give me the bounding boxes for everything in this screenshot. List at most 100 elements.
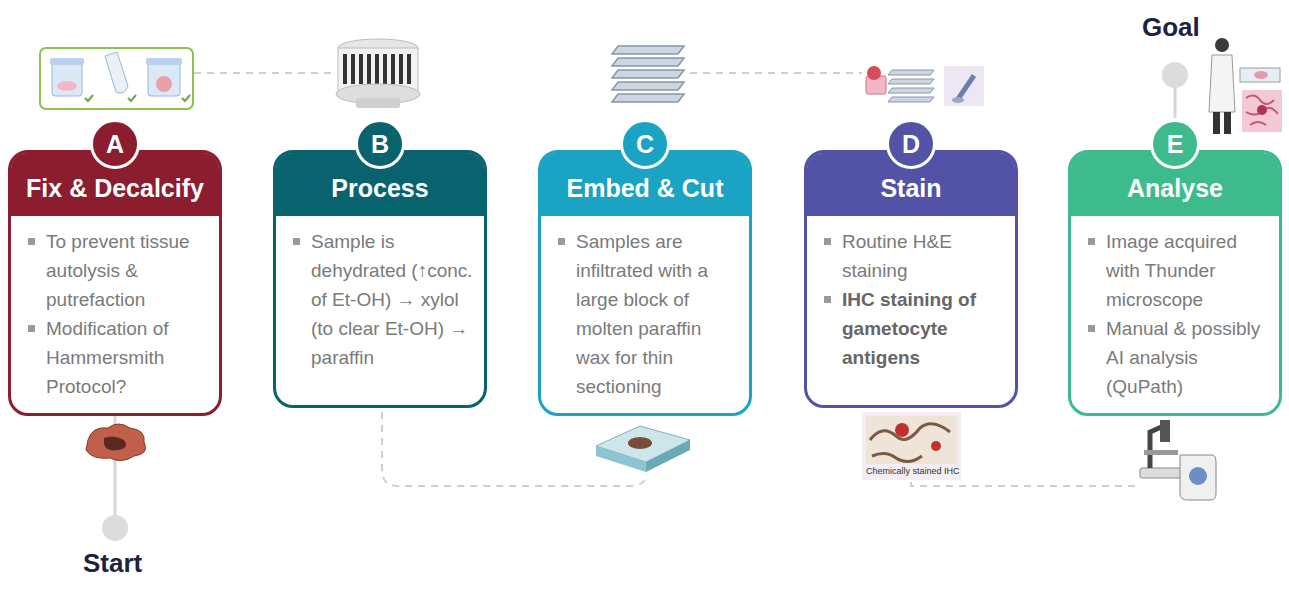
bullet-square	[824, 238, 831, 245]
bullet-content: Sample is dehydrated (↑conc. of Et-OH) →…	[311, 231, 473, 368]
step-letter: A	[106, 132, 124, 157]
bullet-text: Modification of Hammersmith Protocol?	[25, 314, 209, 401]
step-letter: E	[1167, 132, 1184, 157]
microscope-icon	[1140, 420, 1216, 500]
tissue-processor-icon-part-part	[407, 54, 411, 84]
staining-icon-part	[952, 97, 964, 103]
step-letter-circle: E	[1150, 119, 1200, 169]
sample-containers-icon-part	[52, 62, 82, 96]
scientist-icon-part	[1213, 112, 1220, 134]
scientist-icon-part	[1224, 112, 1231, 134]
goal-label: Goal	[1142, 12, 1200, 42]
staining-icon-part	[888, 70, 934, 102]
tissue-processor-icon-part-part	[383, 54, 387, 84]
bullet-content: To prevent tissue autolysis & putrefacti…	[46, 231, 190, 310]
start-dot	[102, 515, 128, 541]
staining-icon-part	[944, 66, 984, 106]
ihc-image-icon-part	[870, 424, 950, 462]
goal-dot	[1162, 62, 1188, 88]
tissue-processor-icon	[336, 39, 420, 108]
slide-stack-icon-part	[612, 46, 684, 54]
staining-icon-part	[867, 66, 881, 80]
tissue-processor-icon-part	[343, 54, 411, 84]
bullet-text: Sample is dehydrated (↑conc. of Et-OH) →…	[290, 227, 474, 372]
staining-icon-part-part	[888, 79, 934, 84]
sample-containers-icon-part	[85, 95, 190, 101]
tissue-processor-icon-part	[356, 98, 400, 108]
tissue-processor-icon-part-part	[367, 54, 371, 84]
step-letter-circle: B	[355, 119, 405, 169]
wax-block-icon-part	[646, 440, 690, 472]
microscope-icon-part	[1160, 420, 1170, 442]
step-body: Sample is dehydrated (↑conc. of Et-OH) →…	[276, 216, 484, 384]
bullet-text: Image acquired with Thunder microscope	[1085, 227, 1269, 314]
scientist-icon-part	[1215, 38, 1229, 52]
ihc-image-icon-part	[862, 412, 961, 480]
sample-containers-icon-part	[40, 48, 193, 109]
step-card: ProcessSample is dehydrated (↑conc. of E…	[273, 150, 487, 408]
step-letter-circle: C	[620, 119, 670, 169]
step-card: StainRoutine H&E stainingIHC staining of…	[804, 150, 1018, 408]
dashed-flow-lines-part	[194, 72, 334, 74]
bullet-square	[824, 296, 831, 303]
bullet-square	[1088, 238, 1095, 245]
step-body: Routine H&E stainingIHC staining of game…	[807, 216, 1015, 384]
scientist-icon-part	[1254, 71, 1268, 79]
step-letter: B	[371, 132, 389, 157]
bullet-text: Routine H&E staining	[821, 227, 1005, 285]
tissue-sample-icon-part	[104, 436, 126, 450]
dashed-flow-lines-part	[911, 482, 1140, 486]
slide-stack-icon-part	[612, 94, 684, 102]
tissue-processor-icon-part-part	[375, 54, 379, 84]
slide-stack-icon-part	[612, 58, 684, 66]
bullet-content: Image acquired with Thunder microscope	[1106, 231, 1237, 310]
sample-containers-icon-part	[105, 52, 128, 93]
step-card: Fix & DecalcifyTo prevent tissue autolys…	[8, 150, 222, 416]
staining-icon	[866, 66, 984, 106]
bullet-square	[28, 325, 35, 332]
staining-icon-part-part	[888, 70, 934, 75]
bullet-content: Manual & possibly AI analysis (QuPath)	[1106, 318, 1260, 397]
scientist-icon-part	[1257, 105, 1267, 115]
step-body: Samples are infiltrated with a large blo…	[541, 216, 749, 413]
tissue-processor-icon-part-part	[391, 54, 395, 84]
scientist-icon-part	[1240, 68, 1280, 82]
step-body: Image acquired with Thunder microscopeMa…	[1071, 216, 1279, 413]
slide-stack-icon	[612, 46, 684, 102]
sample-containers-icon-part	[57, 81, 77, 91]
bullet-content: Routine H&E staining	[842, 231, 952, 281]
scientist-icon	[1209, 38, 1282, 134]
step-letter: C	[636, 132, 654, 157]
dashed-flow-lines-part	[690, 72, 862, 74]
wax-block-icon-part	[628, 437, 652, 449]
microscope-icon-part	[1140, 468, 1184, 478]
staining-icon-part-part	[888, 88, 934, 93]
wax-block-icon-part	[596, 446, 646, 472]
start-label: Start	[83, 548, 142, 578]
wax-block-icon	[596, 426, 690, 472]
slide-stack-icon-part	[612, 82, 684, 90]
bullet-square	[1088, 325, 1095, 332]
step-letter: D	[902, 132, 920, 157]
staining-icon-part-part	[888, 97, 934, 102]
bullet-content: Modification of Hammersmith Protocol?	[46, 318, 169, 397]
start-goal-lines-part	[1174, 88, 1177, 118]
bullet-text: Manual & possibly AI analysis (QuPath)	[1085, 314, 1269, 401]
tissue-processor-icon-part-part	[351, 54, 355, 84]
bullet-text: Samples are infiltrated with a large blo…	[555, 227, 739, 401]
bullet-text: To prevent tissue autolysis & putrefacti…	[25, 227, 209, 314]
tissue-processor-icon-part-part	[399, 54, 403, 84]
sample-containers-icon-part	[156, 76, 172, 92]
ihc-image-icon-part	[931, 441, 941, 451]
tissue-sample-icon-part	[86, 424, 146, 461]
tissue-sample-icon	[86, 424, 146, 461]
bullet-square	[293, 238, 300, 245]
microscope-icon-part	[1180, 455, 1216, 500]
microscope-icon-part	[1144, 450, 1178, 455]
tissue-processor-icon-part-part	[343, 54, 347, 84]
ihc-image-icon	[862, 412, 961, 480]
bullet-content: IHC staining of gametocyte antigens	[842, 289, 976, 368]
slide-stack-icon-part	[612, 70, 684, 78]
microscope-icon-part	[1189, 467, 1207, 485]
tissue-processor-icon-part-part	[359, 54, 363, 84]
